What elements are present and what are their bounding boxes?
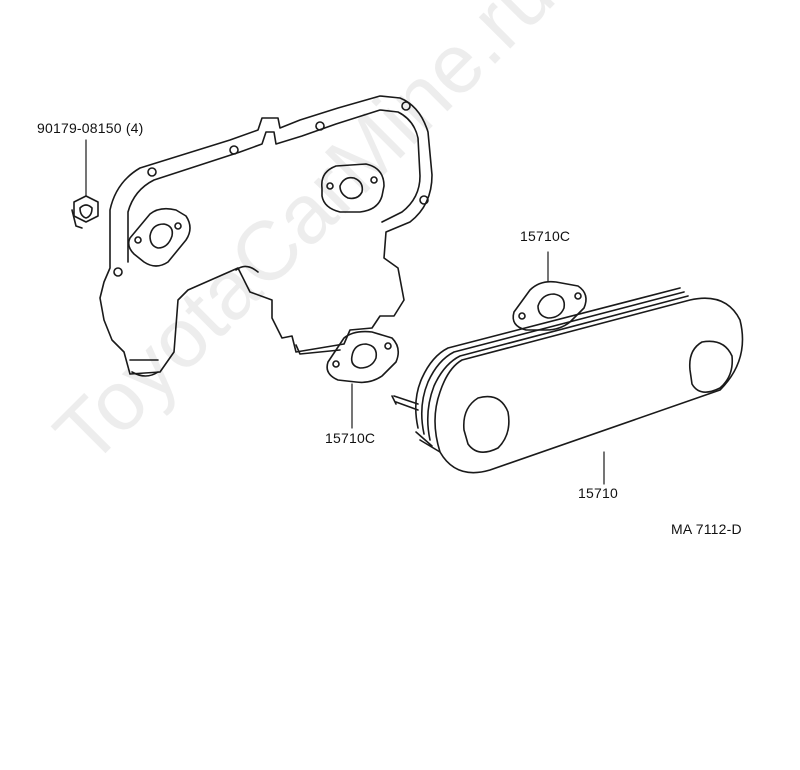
- engine-cover-housing: [99, 95, 433, 377]
- oil-cooler-part-number: 15710: [578, 485, 618, 501]
- oil-cooler-part: [391, 287, 744, 485]
- diagram-code: MA 7112-D: [671, 521, 742, 537]
- bolt-part-number: 90179-08150 (4): [37, 120, 144, 136]
- bolt-part: [71, 139, 99, 229]
- gasket-top: [512, 251, 587, 331]
- gasket-bottom: [326, 330, 400, 429]
- gasket-top-part-number: 15710C: [520, 228, 571, 244]
- gasket-bottom-part-number: 15710C: [325, 430, 376, 446]
